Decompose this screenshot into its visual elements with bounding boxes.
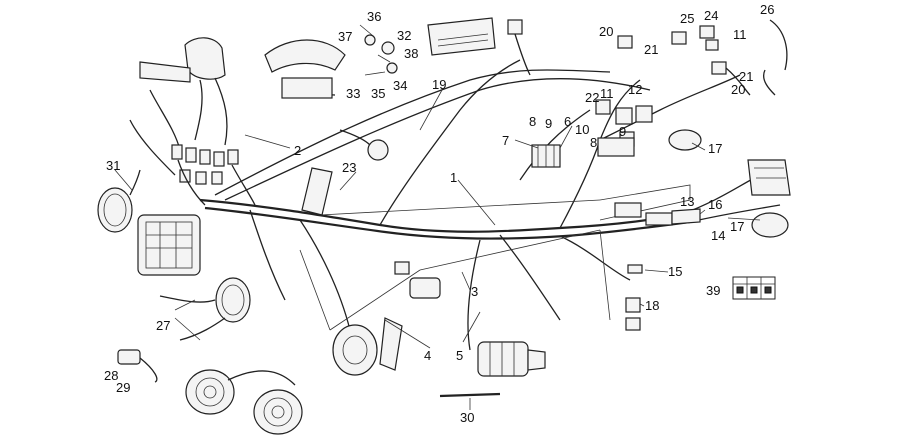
connector-bundle-left [129,89,256,206]
connector-20 [617,35,751,96]
lower-indicator [215,277,251,323]
instrument-panel [264,39,346,99]
frame-motor [394,261,441,299]
connector-28 [117,349,158,383]
callout-31: 31 [106,158,120,173]
callout-23: 23 [342,160,356,175]
callout-27: 27 [156,318,170,333]
leader-lines [114,89,761,410]
callout-10: 10 [575,122,589,137]
callout-2: 2 [294,143,301,158]
callout-25: 25 [680,11,694,26]
relay-group-8 [597,137,635,157]
callout-35: 35 [371,86,385,101]
callout-26: 26 [760,2,774,17]
callout-37: 37 [338,29,352,44]
callout-22: 22 [585,90,599,105]
callout-7: 7 [502,133,509,148]
cable-26 [763,19,788,96]
callout-19: 19 [432,77,446,92]
tail-light-16 [747,159,791,196]
ignition-switch [339,129,389,161]
coil-23 [301,167,333,216]
callout-24: 24 [704,8,718,23]
callout-34: 34 [393,78,407,93]
callout-8a: 8 [529,114,536,129]
callout-11b: 11 [733,27,747,42]
callout-3: 3 [471,284,478,299]
callout-33: 33 [346,86,360,101]
callout-15: 15 [668,264,682,279]
callout-28: 28 [104,368,118,383]
front-indicator [97,169,141,233]
bolt-30 [439,392,501,398]
callout-1: 1 [450,170,457,185]
legend-box-39 [732,276,776,300]
callout-21b: 21 [739,69,753,84]
part-24-25 [671,25,719,51]
callout-4: 4 [424,348,431,363]
callout-9b: 9 [619,124,626,139]
wire-27 [159,295,226,341]
callout-5: 5 [456,348,463,363]
flywheel-cover [332,317,403,376]
horn-left [185,369,235,415]
callout-21a: 21 [644,42,658,57]
relay-group [595,99,653,147]
callout-14: 14 [711,228,725,243]
callout-30: 30 [460,410,474,425]
control-unit [427,17,496,56]
regulator-13 [614,202,701,226]
rear-indicator-17-top [668,129,702,151]
callout-39: 39 [706,283,720,298]
callout-36: 36 [367,9,381,24]
rear-indicator-17-bottom [751,212,789,238]
callout-11a: 11 [600,86,614,101]
horn-right [227,370,303,435]
callout-32: 32 [397,28,411,43]
callout-labels: 1 2 3 4 5 6 7 8 9 10 8 9 11 12 22 13 14 … [104,2,774,425]
callout-9a: 9 [545,116,552,131]
sensor-15 [627,264,643,274]
callout-17b: 17 [730,219,744,234]
callout-38: 38 [404,46,418,61]
callout-20b: 20 [731,82,745,97]
fuse-cluster [359,24,398,76]
callout-13: 13 [680,194,694,209]
callout-17a: 17 [708,141,722,156]
headlight [137,214,201,276]
frame-outline [299,184,691,331]
callout-12: 12 [628,82,642,97]
part-18 [625,297,641,331]
callout-20a: 20 [599,24,613,39]
callout-6: 6 [564,114,571,129]
handlebar-switch [139,37,228,146]
fuse-box-6 [531,144,561,168]
starter-motor [477,341,546,377]
callout-8b: 8 [590,135,597,150]
callout-29: 29 [116,380,130,395]
relay-top [507,19,531,76]
callout-16: 16 [708,197,722,212]
callout-18: 18 [645,298,659,313]
